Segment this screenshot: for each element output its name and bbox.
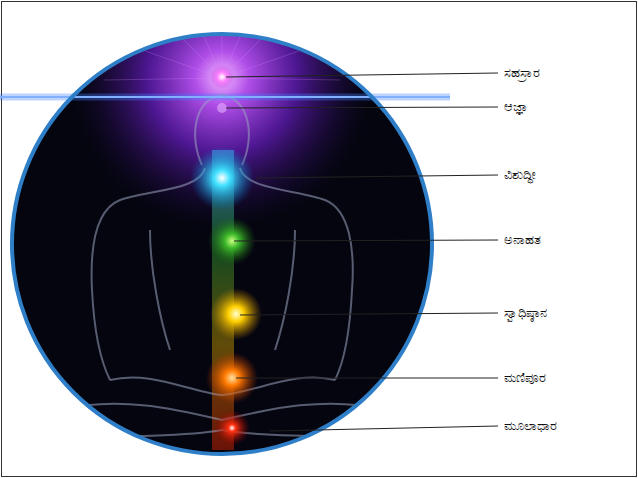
light-beam — [0, 96, 450, 98]
leader-lines — [226, 73, 498, 431]
chakra-label: ಸಹಸ್ರಾರ — [502, 65, 542, 81]
chakra-label: ಆಜ್ಞಾ — [502, 99, 531, 115]
chakra-label: ಅನಾಹತ — [502, 232, 543, 248]
circle-border — [12, 34, 432, 454]
meditation-figure — [0, 0, 460, 478]
chakra-label: ಸ್ವಾಧಿಷ್ಠಾನ — [502, 305, 549, 321]
chakra-label: ಮೂಲಾಧಾರ — [502, 418, 559, 434]
chakra-label: ವಿಶುದ್ಧೀ — [502, 167, 538, 183]
chakra-label: ಮಣಿಪೂರ — [502, 370, 548, 386]
